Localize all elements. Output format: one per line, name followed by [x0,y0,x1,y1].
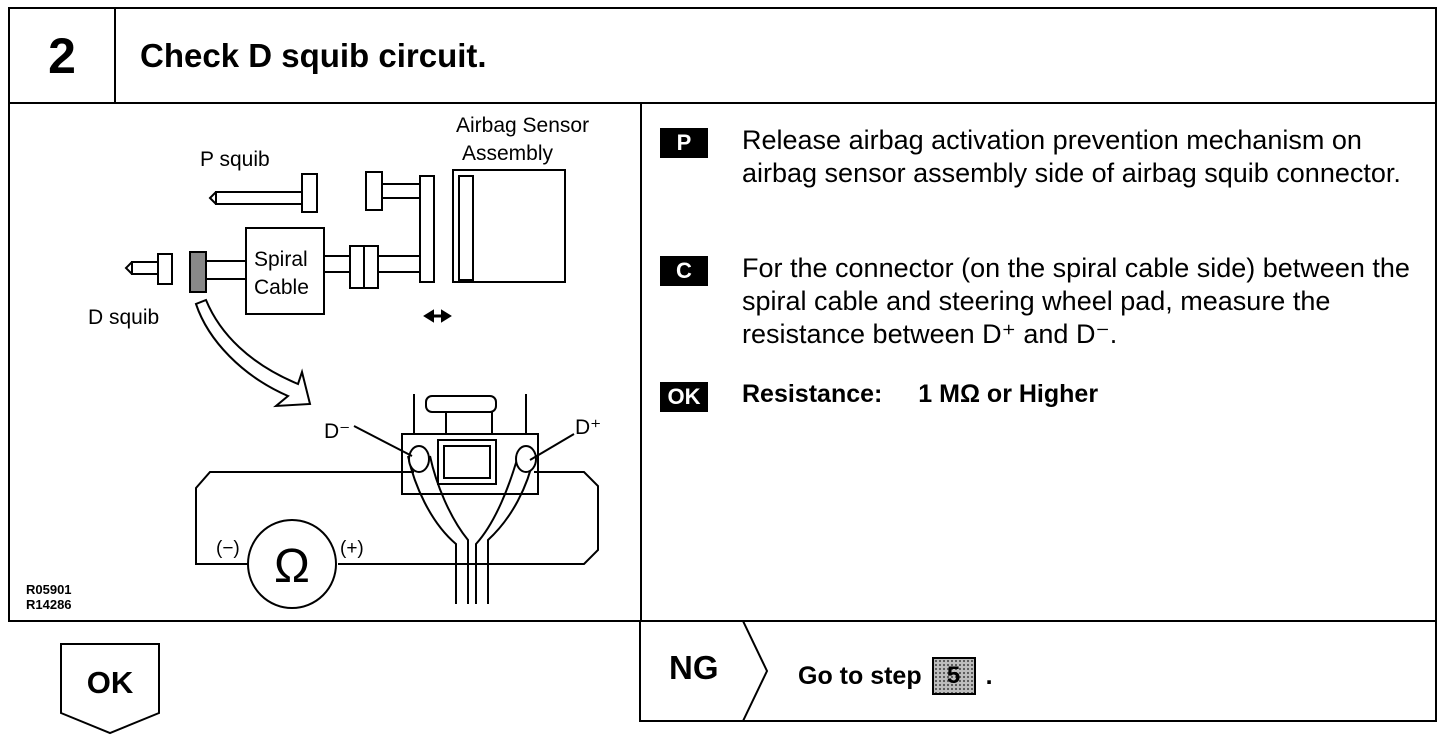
spec-text: Resistance: 1 MΩ or Higher [742,380,1098,409]
ok-arrow-shape [60,643,160,735]
ng-result-box: NG Go to step 5 . [639,621,1437,722]
label-d-squib: D squib [88,306,159,329]
procedure-box: Airbag Sensor Assembly P squib D squib S… [8,104,1437,622]
badge-ok: OK [660,382,708,412]
label-airbag-sensor-2: Assembly [462,142,554,165]
label-plus: (+) [340,538,364,559]
spec-line: OK Resistance: 1 MΩ or Higher [660,378,1420,418]
ok-result-box: OK [60,643,160,735]
step-title: Check D squib circuit. [140,36,487,74]
step-number: 2 [10,9,116,102]
go-to-text: Go to step [798,661,922,690]
instruction-text: Release airbag activation prevention mec… [742,125,1401,188]
step-reference[interactable]: 5 [931,657,976,695]
label-minus: (−) [216,538,240,559]
ng-label: NG [669,649,719,686]
label-d-plus: D⁺ [575,416,601,439]
step-header: 2 Check D squib circuit. [8,7,1437,104]
circuit-illustration: Airbag Sensor Assembly P squib D squib S… [26,114,601,612]
label-p-squib: P squib [200,148,270,171]
label-spiral: Spiral [254,248,308,271]
figure-code-1: R05901 [26,582,72,597]
label-d-minus: D⁻ [324,420,350,443]
period: . [985,661,993,690]
badge-c: C [660,256,708,286]
spec-value: 1 MΩ or Higher [918,380,1099,408]
figure-code-2: R14286 [26,597,72,612]
instruction-preparation: P Release airbag activation prevention m… [660,124,1420,224]
ng-instruction: Go to step 5 . [798,657,993,695]
label-cable: Cable [254,276,309,299]
badge-p: P [660,128,708,158]
ng-chevron-icon [742,621,769,721]
instruction-check: C For the connector (on the spiral cable… [660,252,1420,352]
spec-label: Resistance: [742,380,883,408]
ohm-icon: Ω [274,540,310,593]
column-divider [640,104,642,620]
instruction-text: For the connector (on the spiral cable s… [742,253,1410,349]
label-airbag-sensor-1: Airbag Sensor [456,114,589,137]
ok-label: OK [86,665,134,700]
